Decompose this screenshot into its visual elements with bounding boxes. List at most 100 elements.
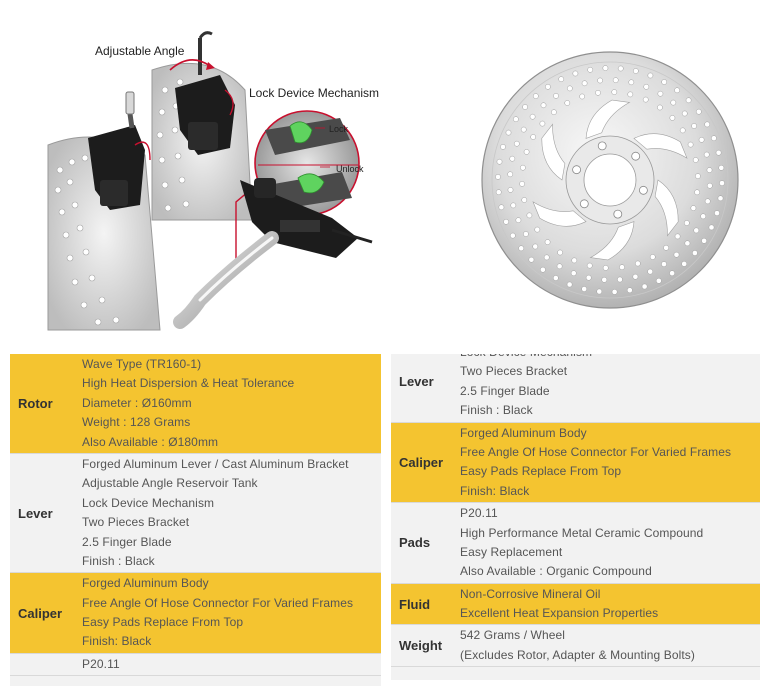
rotor-hole	[673, 251, 680, 258]
spec-detail-line: Adjustable Angle Reservoir Tank	[82, 476, 258, 491]
rotor-hole	[681, 261, 688, 267]
spec-detail-line: Forged Aluminum Body	[82, 576, 209, 591]
rotor-hole	[500, 144, 506, 150]
rotor-hole	[704, 198, 711, 205]
rotor-spoke-cutout	[541, 123, 566, 181]
rotor-hole	[602, 265, 609, 271]
spec-detail-line: 2.5 Finger Blade	[460, 383, 550, 398]
spec-detail-line: P20.11	[460, 506, 498, 521]
rotor-hole	[528, 256, 535, 263]
rotor-hole	[495, 189, 502, 196]
spec-detail-line: P20.11	[82, 656, 120, 671]
rotor-hole	[691, 123, 697, 129]
rotor-hole	[520, 126, 527, 133]
rotor-hole	[657, 104, 663, 111]
spec-detail-line: High Heat Dispersion & Heat Tolerance	[82, 376, 295, 391]
spec-row-title: Lever	[391, 354, 458, 423]
spec-detail-line: Free Angle Of Hose Connector For Varied …	[460, 444, 732, 459]
rotor-hole	[674, 233, 681, 240]
spec-detail-line: Finish: Black	[460, 483, 530, 498]
rotor-bolt-hole	[613, 209, 623, 219]
rotor-hole	[532, 93, 539, 99]
rotor-hole	[649, 254, 656, 260]
rotor-hole	[690, 205, 697, 211]
spec-detail-line: (Excludes Rotor, Adapter & Mounting Bolt…	[460, 647, 695, 662]
rotor-bolt-hole	[572, 165, 581, 175]
spec-detail-line: Easy Replacement	[460, 544, 563, 559]
rotor-hole	[507, 187, 514, 193]
rotor-hole	[619, 264, 625, 271]
rotor-hole	[641, 283, 648, 290]
rotor-hole	[495, 174, 501, 180]
rotor-hole	[611, 289, 618, 295]
spec-row-title: Pads	[391, 502, 458, 584]
rotor-hole	[700, 213, 707, 220]
rotor-hole	[670, 99, 677, 106]
rotor-hole	[543, 254, 550, 261]
rotor-hole	[704, 121, 711, 128]
spec-detail-line: High Performance Metal Ceramic Compound	[460, 525, 704, 540]
rotor-hole	[557, 249, 563, 256]
rotor-hole	[647, 72, 654, 79]
rotor-hole	[642, 96, 649, 103]
rotor-hole	[717, 195, 724, 202]
rotor-hole	[674, 87, 680, 94]
spec-detail-line: Easy Pads Replace From Top	[460, 464, 622, 479]
rotor-hole	[564, 100, 571, 106]
rotor-hole	[553, 93, 559, 99]
rotor-hole	[693, 227, 700, 234]
rotor-hole	[628, 79, 635, 86]
rotor-hole	[711, 135, 717, 142]
adjustable-angle-label: Adjustable Angle	[95, 44, 185, 58]
rotor-hole	[552, 275, 559, 281]
spec-row-details: Forged Aluminum Lever / Cast Aluminum Br…	[80, 453, 381, 574]
rotor-hole	[701, 237, 707, 244]
rotor-hole	[669, 115, 676, 121]
spec-detail-line: Two Pieces Bracket	[82, 515, 190, 530]
rotor-hole	[505, 129, 512, 136]
rotor-hole	[714, 210, 720, 216]
spec-row-title: Weight	[391, 624, 458, 668]
rotor-hole	[687, 141, 694, 148]
rotor-hole	[698, 136, 705, 143]
spec-detail-line: Finish: Black	[82, 634, 152, 649]
rotor-hole	[522, 104, 528, 110]
spec-row-details: P20.11	[80, 653, 381, 677]
rotor-hole	[655, 277, 662, 284]
rotor-hole	[518, 245, 525, 252]
rotor-hole	[602, 65, 609, 71]
rotor-hole	[597, 77, 603, 84]
rotor-hole	[510, 202, 517, 209]
rotor-hole	[661, 261, 667, 267]
rotor-hole	[521, 197, 528, 203]
spec-detail-line: Also Available : Organic Compound	[460, 564, 652, 579]
spec-detail-line: Lock Device Mechanism	[460, 354, 760, 362]
rotor-hole	[509, 232, 516, 239]
rotor-hole	[683, 220, 690, 226]
rotor-hole	[585, 274, 592, 281]
rotor-hole	[551, 109, 557, 116]
rotor-hole	[579, 93, 586, 100]
rotor-hole	[581, 286, 588, 292]
rotor-hole	[530, 134, 537, 140]
spec-row-title: Lever	[10, 453, 80, 574]
rotor-hole	[496, 158, 503, 165]
rotor-hole	[685, 97, 692, 104]
rotor-hole	[663, 244, 669, 251]
spec-row-title: Caliper	[10, 572, 80, 654]
spec-detail-line: Wave Type (TR160-1)	[82, 357, 202, 371]
spec-row-details: Wave Type (TR160-1) High Heat Dispersion …	[80, 354, 381, 454]
rotor-hole	[692, 250, 698, 256]
rotor-hole	[523, 149, 530, 155]
spec-detail-line: Free Angle Of Hose Connector For Varied …	[82, 595, 354, 610]
rotor-hole	[708, 224, 715, 231]
rotor-hole	[632, 68, 639, 74]
